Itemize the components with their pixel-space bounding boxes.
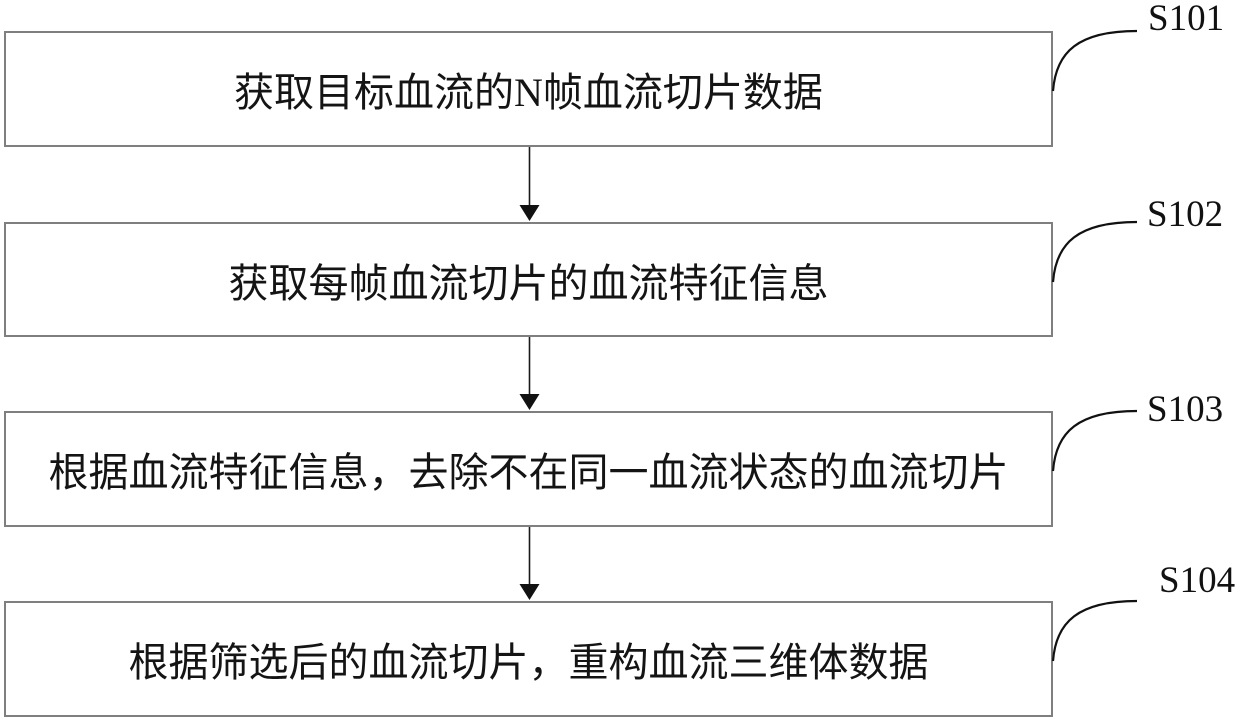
arrowhead-icon <box>519 584 540 600</box>
leader-curve-s104 <box>1051 599 1138 662</box>
leader-curve-s101 <box>1051 29 1138 92</box>
flow-step-box-4: 根据筛选后的血流切片，重构血流三维体数据 <box>4 601 1053 717</box>
arrowhead-icon <box>519 394 540 410</box>
leader-curve-s102 <box>1051 220 1138 283</box>
step-id-s102: S102 <box>1147 194 1224 235</box>
flow-step-box-3: 根据血流特征信息，去除不在同一血流状态的血流切片 <box>4 411 1053 527</box>
flow-step-box-2: 获取每帧血流切片的血流特征信息 <box>4 222 1053 337</box>
step-id-s104: S104 <box>1159 560 1236 601</box>
flow-step-box-1: 获取目标血流的N帧血流切片数据 <box>4 31 1053 147</box>
flow-step-3-label: 根据血流特征信息，去除不在同一血流状态的血流切片 <box>48 450 1009 495</box>
arrowhead-icon <box>519 205 540 221</box>
flow-step-2-label: 获取每帧血流切片的血流特征信息 <box>228 260 829 306</box>
step-id-s101: S101 <box>1148 0 1225 39</box>
step-id-s103: S103 <box>1147 389 1224 430</box>
leader-curve-s103 <box>1051 409 1138 472</box>
flow-step-4-label: 根据筛选后的血流切片，重构血流三维体数据 <box>128 640 929 685</box>
flow-step-1-label: 获取目标血流的N帧血流切片数据 <box>234 70 823 115</box>
